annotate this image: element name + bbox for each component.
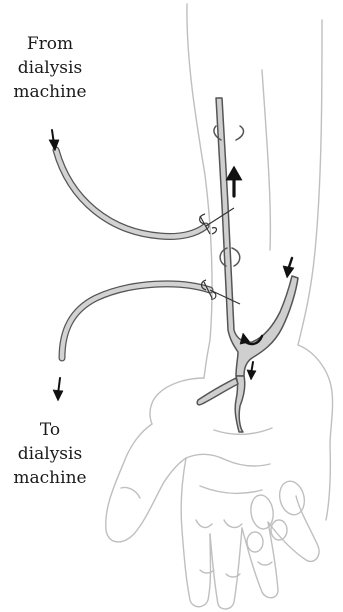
label-from-line-3: machine xyxy=(4,80,96,104)
artery-branch xyxy=(197,378,238,405)
vein-main xyxy=(216,98,298,376)
flow-arrow-icon xyxy=(49,130,294,401)
tubes xyxy=(56,150,210,358)
tube-to-machine xyxy=(62,284,210,358)
tube-from-machine xyxy=(56,150,206,237)
label-to-line-3: machine xyxy=(4,466,96,490)
arm-hand-outline xyxy=(106,4,333,609)
label-to-line-1: To xyxy=(4,418,96,442)
label-from-line-1: From xyxy=(4,32,96,56)
label-from-line-2: dialysis xyxy=(4,56,96,80)
label-to-line-2: dialysis xyxy=(4,442,96,466)
label-from-machine: From dialysis machine xyxy=(4,32,96,104)
label-to-machine: To dialysis machine xyxy=(4,418,96,490)
